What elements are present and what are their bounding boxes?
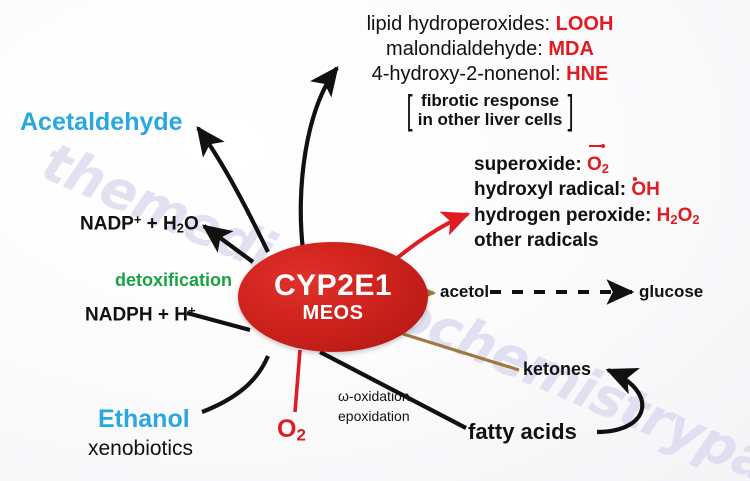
label-acetol: acetol: [440, 282, 490, 301]
arrow-fatty-acids-to-ketones: [596, 367, 645, 435]
oxidation-note-line-2: epoxidation: [338, 408, 410, 425]
hne-label: 4-hydroxy-2-nonenol:: [371, 63, 561, 86]
looh-label: lipid hydroperoxides:: [366, 13, 551, 35]
oxidation-pathway-note: ω-oxidation epoxidation: [338, 386, 410, 427]
arrow-to-lipid-peroxidation: [298, 65, 339, 251]
fibrotic-response-note: [ fibrotic response in other liver cells…: [340, 90, 640, 130]
line-o2-to-enzyme: [293, 349, 302, 413]
fibrotic-note-line-2: in other liver cells: [417, 109, 563, 129]
label-xenobiotics: xenobiotics: [88, 437, 194, 460]
label-ketones: ketones: [523, 359, 592, 379]
enzyme-name: CYP2E1: [273, 269, 393, 302]
arrow-to-acetaldehyde: [196, 125, 270, 253]
label-nadph-plus-proton: NADPH + H+: [85, 303, 196, 326]
superoxide-line: superoxide: O2: [474, 144, 700, 177]
line-enzyme-to-fatty-acids: [319, 350, 467, 430]
enzyme-node-cyp2e1[interactable]: CYP2E1 MEOS: [238, 242, 428, 352]
label-ethanol: Ethanol: [98, 405, 190, 433]
peroxide-formula: H2O2: [656, 204, 700, 227]
superoxide-label: superoxide:: [474, 154, 582, 175]
fibrotic-note-line-1: fibrotic response: [421, 90, 559, 110]
label-acetaldehyde: Acetaldehyde: [20, 108, 183, 136]
hne-value: HNE: [566, 63, 609, 86]
arrow-to-nadp: [201, 224, 255, 264]
mda-value: MDA: [548, 38, 594, 61]
lipid-peroxidation-block: lipid hydroperoxides: LOOH malondialdehy…: [340, 12, 640, 130]
label-fatty-acids: fatty acids: [468, 419, 577, 444]
bracket-left-icon: [: [406, 87, 413, 132]
lipid-peroxidation-line-1: lipid hydroperoxides: LOOH: [340, 12, 640, 37]
line-nadph-to-enzyme: [186, 310, 251, 333]
lipid-peroxidation-line-3: 4-hydroxy-2-nonenol: HNE: [340, 62, 640, 87]
lipid-peroxidation-line-2: malondialdehyde: MDA: [340, 37, 640, 62]
reactive-species-block: superoxide: O2 hydroxyl radical: OH hydr…: [474, 144, 700, 253]
line-ethanol-to-enzyme: [201, 355, 270, 414]
enzyme-alias: MEOS: [302, 302, 364, 324]
looh-value: LOOH: [555, 13, 614, 35]
bracket-right-icon: ]: [567, 87, 574, 132]
peroxide-label: hydrogen peroxide:: [474, 204, 652, 226]
oxidation-note-line-1: ω-oxidation: [338, 388, 410, 404]
label-glucose: glucose: [639, 282, 704, 301]
mda-label: malondialdehyde:: [386, 38, 543, 61]
other-radicals-line: other radicals: [474, 229, 599, 251]
peroxide-line: hydrogen peroxide: H2O2: [474, 203, 700, 228]
hydroxyl-formula: OH: [631, 177, 660, 201]
label-detoxification: detoxification: [115, 270, 233, 290]
line-enzyme-to-ketones: [399, 331, 520, 372]
superoxide-formula: O2: [587, 144, 609, 176]
label-nadp-plus-water: NADP+ + H2O: [80, 212, 199, 236]
hydroxyl-label: hydroxyl radical:: [474, 179, 627, 201]
label-molecular-oxygen: O2: [277, 415, 306, 445]
hydroxyl-line: hydroxyl radical: OH: [474, 177, 700, 202]
arrow-to-reactive-species: [390, 211, 471, 264]
